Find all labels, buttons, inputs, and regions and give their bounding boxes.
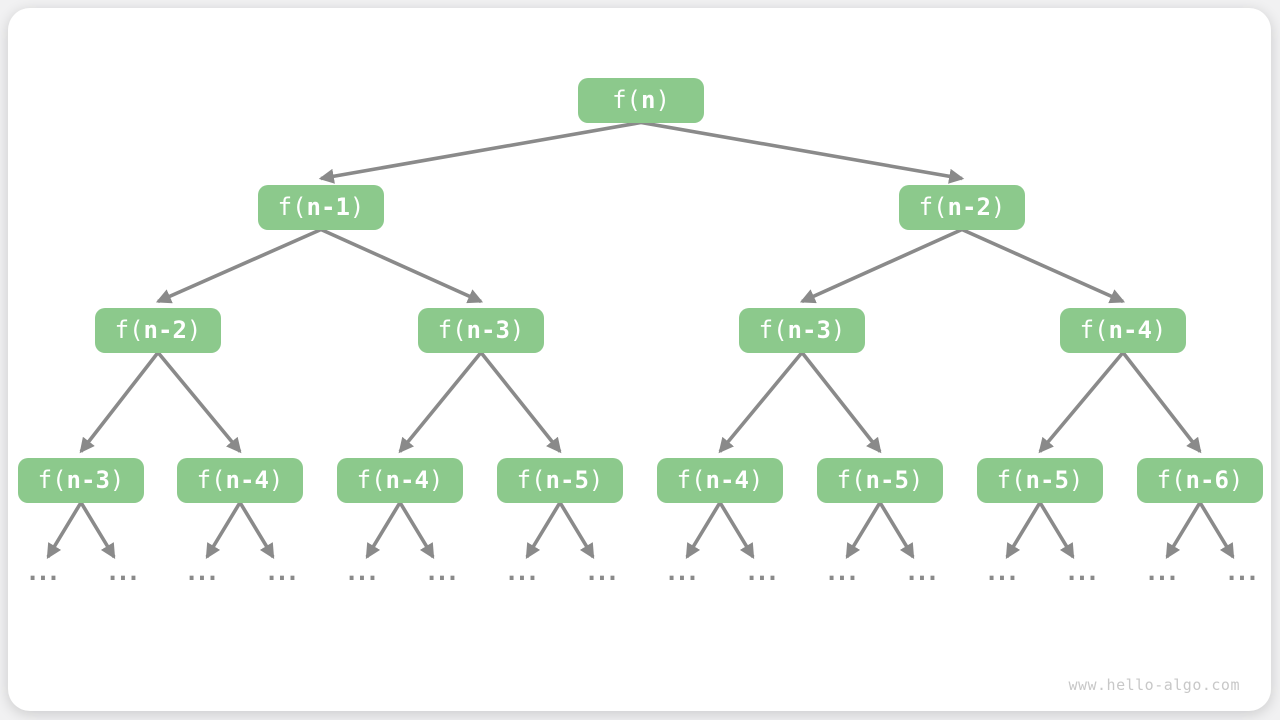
- node-label-var: n-6: [1185, 465, 1229, 494]
- ellipsis: ...: [984, 558, 1019, 586]
- node-label-pre: f(: [37, 465, 67, 494]
- node-label-pre: f(: [516, 465, 546, 494]
- node-label-post: ): [1228, 465, 1244, 494]
- ellipsis: ...: [264, 558, 299, 586]
- ellipsis: ...: [824, 558, 859, 586]
- ellipsis: ...: [904, 558, 939, 586]
- ellipsis: ...: [1224, 558, 1259, 586]
- tree-node-n4: f(n-3): [418, 307, 544, 353]
- ellipsis: ...: [1064, 558, 1099, 586]
- tree-node-n13: f(n-5): [977, 457, 1103, 503]
- tree-node-n10: f(n-5): [497, 457, 623, 503]
- ellipsis: ...: [504, 558, 539, 586]
- ellipsis: ...: [184, 558, 219, 586]
- ellipsis: ...: [424, 558, 459, 586]
- node-label-var: n-2: [143, 315, 187, 344]
- node-label-post: ): [748, 465, 764, 494]
- node-label-pre: f(: [277, 192, 307, 221]
- tree-node-n6: f(n-4): [1060, 307, 1186, 353]
- node-label-post: ): [1068, 465, 1084, 494]
- node-label-pre: f(: [758, 315, 788, 344]
- node-label-var: n-4: [1108, 315, 1152, 344]
- tree-node-n5: f(n-3): [739, 307, 865, 353]
- ellipsis: ...: [584, 558, 619, 586]
- node-label-var: n-5: [865, 465, 909, 494]
- node-label-var: n-5: [1025, 465, 1069, 494]
- node-label-post: ): [349, 192, 365, 221]
- node-label-post: ): [1151, 315, 1167, 344]
- node-label-pre: f(: [836, 465, 866, 494]
- tree-node-n0: f(n): [578, 77, 704, 123]
- node-label-pre: f(: [1079, 315, 1109, 344]
- node-label-pre: f(: [356, 465, 386, 494]
- node-label-post: ): [588, 465, 604, 494]
- node-label-post: ): [908, 465, 924, 494]
- node-label-pre: f(: [196, 465, 226, 494]
- tree-node-n2: f(n-2): [899, 184, 1025, 230]
- tree-node-n7: f(n-3): [18, 457, 144, 503]
- node-label-var: n-3: [787, 315, 831, 344]
- node-label-pre: f(: [1156, 465, 1186, 494]
- node-label-pre: f(: [996, 465, 1026, 494]
- node-label-var: n-4: [225, 465, 269, 494]
- node-label-pre: f(: [918, 192, 948, 221]
- node-label-var: n-3: [66, 465, 110, 494]
- node-label-post: ): [268, 465, 284, 494]
- tree-node-n8: f(n-4): [177, 457, 303, 503]
- node-label-pre: f(: [612, 85, 641, 114]
- tree-node-n1: f(n-1): [258, 184, 384, 230]
- ellipsis: ...: [344, 558, 379, 586]
- node-label-var: n-4: [705, 465, 749, 494]
- node-label-var: n-4: [385, 465, 429, 494]
- tree-node-n14: f(n-6): [1137, 457, 1263, 503]
- node-label-var: n-5: [545, 465, 589, 494]
- node-label-var: n-3: [466, 315, 510, 344]
- ellipsis: ...: [744, 558, 779, 586]
- node-label-var: n: [641, 85, 656, 114]
- node-label-pre: f(: [114, 315, 144, 344]
- watermark: www.hello-algo.com: [1068, 676, 1240, 694]
- ellipsis: ...: [664, 558, 699, 586]
- ellipsis: ...: [25, 558, 60, 586]
- node-label-var: n-2: [947, 192, 991, 221]
- node-label-post: ): [109, 465, 125, 494]
- ellipsis: ...: [105, 558, 140, 586]
- tree-node-n11: f(n-4): [657, 457, 783, 503]
- node-label-post: ): [990, 192, 1006, 221]
- node-label-pre: f(: [676, 465, 706, 494]
- node-label-var: n-1: [306, 192, 350, 221]
- node-label-post: ): [186, 315, 202, 344]
- node-label-post: ): [830, 315, 846, 344]
- node-label-post: ): [655, 85, 670, 114]
- node-label-post: ): [509, 315, 525, 344]
- node-label-pre: f(: [437, 315, 467, 344]
- ellipsis: ...: [1144, 558, 1179, 586]
- tree-node-n3: f(n-2): [95, 307, 221, 353]
- tree-node-n9: f(n-4): [337, 457, 463, 503]
- node-label-post: ): [428, 465, 444, 494]
- tree-node-n12: f(n-5): [817, 457, 943, 503]
